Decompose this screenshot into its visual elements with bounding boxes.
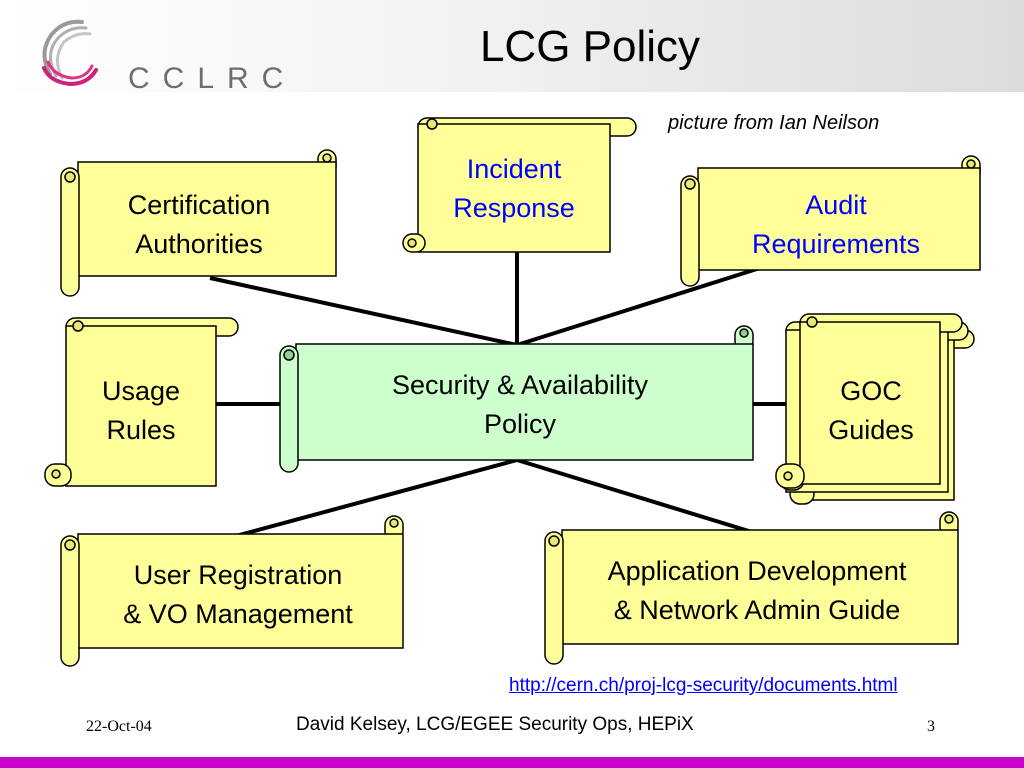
footer-presenter: David Kelsey, LCG/EGEE Security Ops, HEP… [296, 714, 694, 735]
center-label-line1: Security & Availability [391, 370, 649, 400]
audit-requirements-scroll [680, 155, 981, 287]
documents-link[interactable]: http://cern.ch/proj-lcg-security/documen… [509, 675, 898, 696]
center-label-line2: Policy [483, 409, 557, 439]
connector-lines [209, 250, 800, 539]
goc-label-line1: GOC [840, 376, 902, 406]
security-policy-scroll [279, 325, 754, 473]
page-number: 3 [927, 718, 935, 735]
usage-label-line2: Rules [106, 415, 176, 445]
goc-guides-label: GOC Guides [802, 372, 940, 450]
incident-label-line1: Incident [466, 154, 562, 184]
footer-date: 22-Oct-04 [86, 718, 152, 735]
security-policy-label: Security & Availability Policy [300, 366, 740, 444]
usage-rules-scroll [44, 317, 239, 487]
logo-text: CCLRC [128, 62, 297, 95]
audit-label-line2: Requirements [751, 229, 921, 259]
page-title: LCG Policy [479, 22, 701, 71]
connector-audit [516, 266, 761, 347]
appdev-label-line1: Application Development [607, 556, 907, 586]
usage-label-line1: Usage [101, 376, 181, 406]
slide-header [0, 0, 1024, 92]
application-development-label: Application Development & Network Admin … [562, 552, 952, 630]
incident-label-line2: Response [453, 193, 575, 223]
certification-label-line1: Certification [127, 190, 271, 220]
usage-rules-label: Usage Rules [70, 372, 212, 450]
appdev-label-line2: & Network Admin Guide [613, 595, 901, 625]
footer-bar [0, 757, 1024, 768]
picture-credit: picture from Ian Neilson [668, 112, 880, 134]
goc-guides-scroll-stack [775, 313, 975, 505]
incident-response-label: Incident Response [418, 150, 610, 228]
registration-label-line2: & VO Management [123, 599, 353, 629]
connector-registration [231, 458, 518, 539]
user-registration-scroll [60, 515, 404, 667]
connector-appdev [516, 458, 753, 534]
registration-label-line1: User Registration [133, 560, 343, 590]
certification-authorities-scroll [60, 149, 337, 297]
user-registration-label: User Registration & VO Management [80, 556, 396, 634]
cclrc-swirl-icon [42, 19, 98, 87]
certification-authorities-label: Certification Authorities [84, 186, 314, 264]
goc-label-line2: Guides [828, 415, 914, 445]
incident-response-scroll [402, 117, 637, 253]
audit-requirements-label: Audit Requirements [700, 186, 972, 264]
audit-label-line1: Audit [805, 190, 867, 220]
certification-label-line2: Authorities [135, 229, 263, 259]
cclrc-logo: CCLRC [30, 12, 283, 95]
application-development-scroll [544, 511, 959, 665]
connector-certification [209, 276, 518, 347]
